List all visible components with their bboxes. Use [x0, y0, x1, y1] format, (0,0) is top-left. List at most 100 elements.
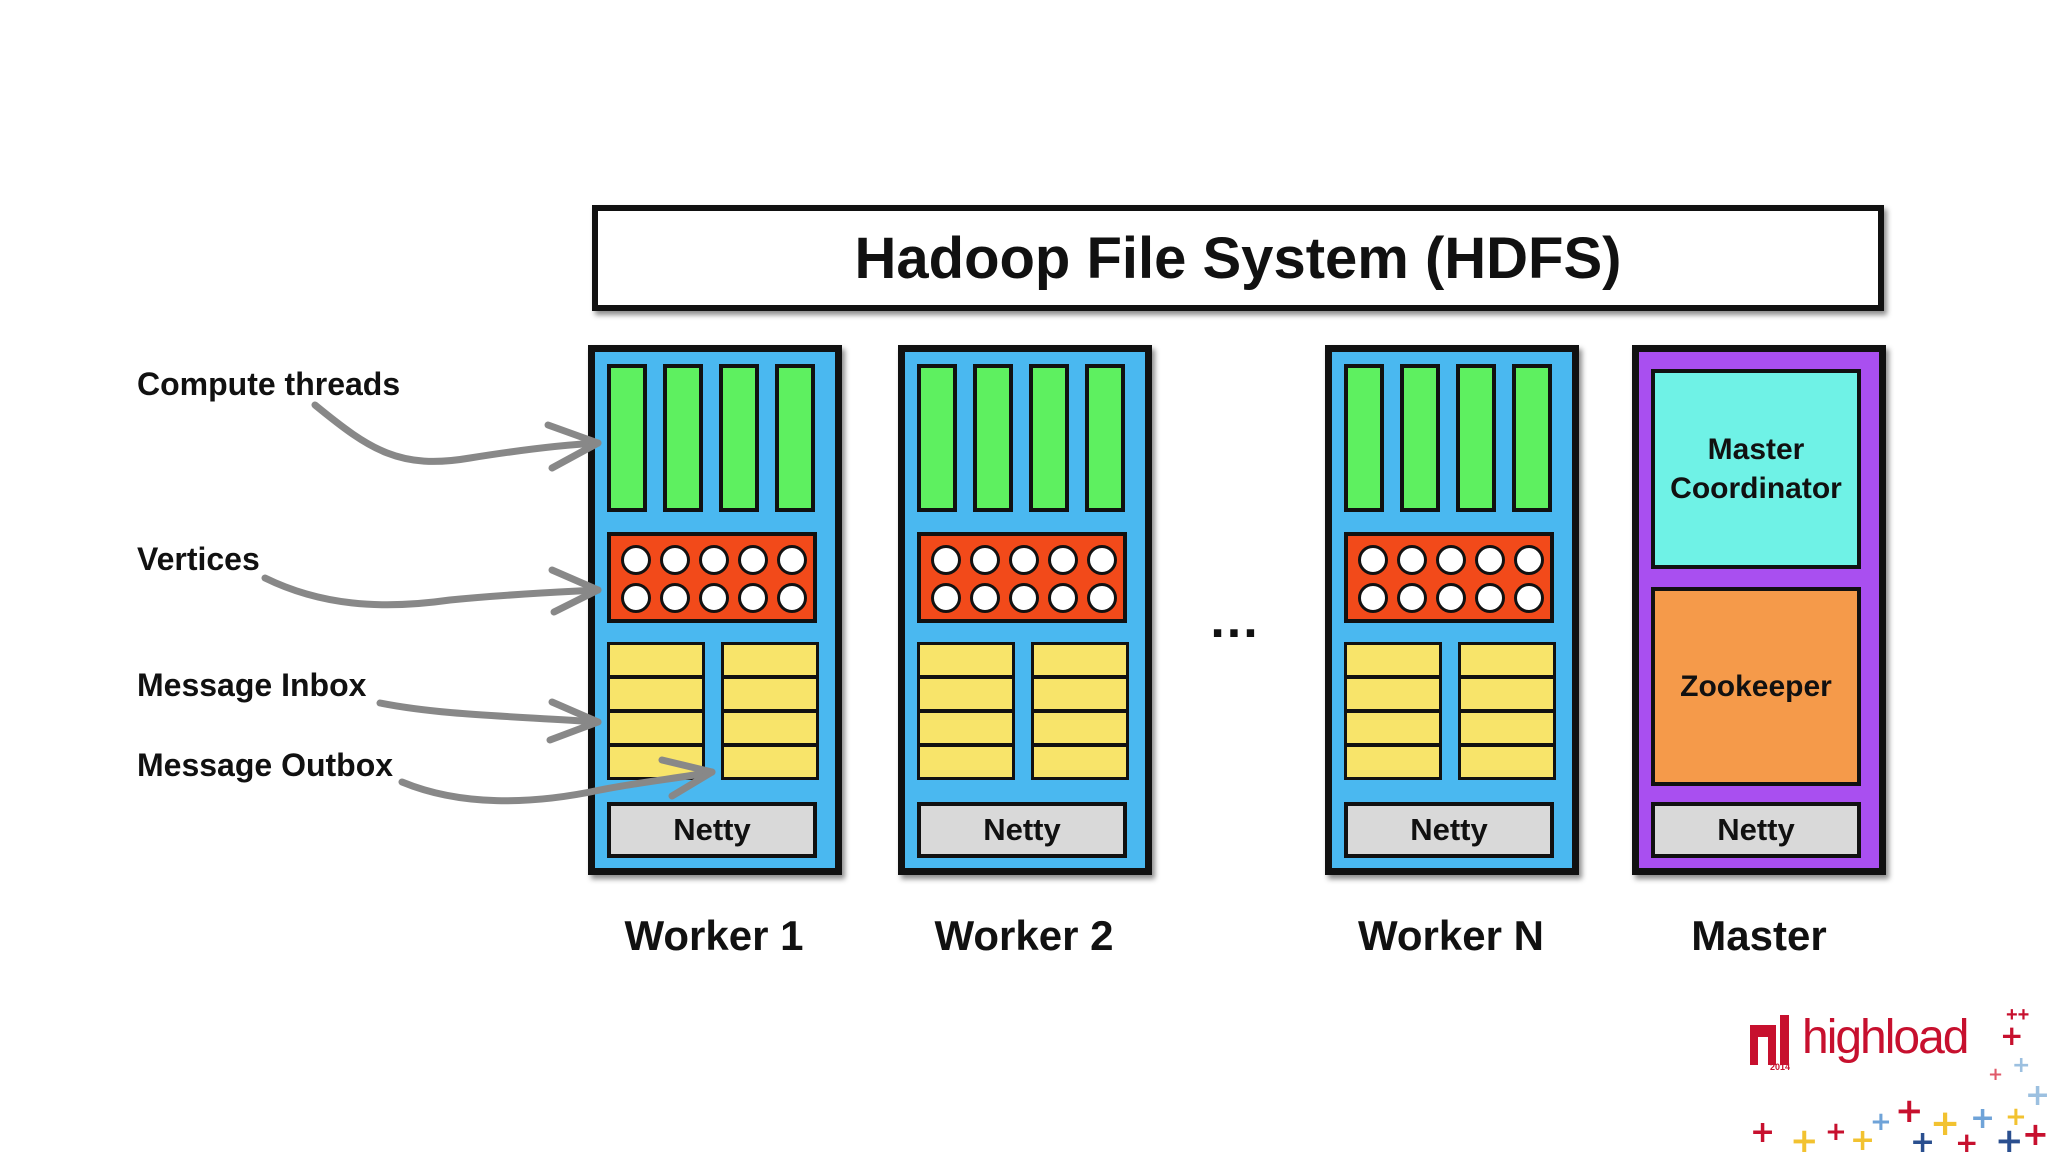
highload-logo: highload ++ 2014 + + + + + + + + + + + +… — [1750, 1004, 2048, 1152]
vertices-arrow — [261, 574, 602, 609]
vertex — [970, 583, 1000, 613]
vertex — [621, 545, 651, 575]
logo-sup: ++ — [2006, 1004, 2030, 1026]
hdfs-title: Hadoop File System (HDFS) — [854, 225, 1622, 291]
arrowhead-icon — [546, 698, 602, 744]
svg-text:+: + — [2005, 1102, 2027, 1132]
message-inbox — [917, 642, 1015, 782]
message-slot — [721, 744, 819, 780]
svg-text:+: + — [1970, 1101, 1995, 1136]
compute-thread — [663, 364, 703, 512]
vertex — [777, 545, 807, 575]
vertex — [1436, 545, 1466, 575]
master-node: Master Coordinator Zookeeper Netty — [1632, 345, 1886, 875]
message-slot — [1458, 710, 1556, 746]
svg-text:+: + — [2000, 1019, 2023, 1052]
vertex — [970, 545, 1000, 575]
compute-thread — [1029, 364, 1069, 512]
vertex — [1358, 583, 1388, 613]
svg-text:+: + — [1895, 1091, 1924, 1131]
master-coordinator-box: Master Coordinator — [1651, 369, 1861, 569]
hdfs-box: Hadoop File System (HDFS) — [592, 205, 1884, 311]
decorative-plus-pattern: + + + + + + + + + + + + + + + + + — [1750, 1019, 2048, 1152]
message-outbox-label: Message Outbox — [137, 747, 394, 783]
vertex — [1358, 545, 1388, 575]
compute-thread — [973, 364, 1013, 512]
vertices-block — [917, 532, 1127, 623]
logo-text: highload — [1802, 1011, 1969, 1064]
message-outbox-arrow — [398, 768, 716, 805]
vertex — [931, 545, 961, 575]
svg-text:+: + — [2025, 1078, 2048, 1113]
arrowhead-icon — [548, 566, 602, 616]
compute-thread — [1085, 364, 1125, 512]
vertex — [777, 583, 807, 613]
netty-box: Netty — [917, 802, 1127, 858]
netty-label: Netty — [1717, 812, 1795, 847]
compute-thread — [775, 364, 815, 512]
message-slot — [917, 710, 1015, 746]
svg-text:+: + — [1910, 1125, 1935, 1152]
vertices-label: Vertices — [137, 541, 260, 577]
vertex — [621, 583, 651, 613]
vertices-block — [1344, 532, 1554, 623]
logo-year: 2014 — [1770, 1062, 1791, 1072]
message-slot — [917, 744, 1015, 780]
message-inbox-arrow — [376, 699, 602, 726]
worker-1-label: Worker 1 — [624, 912, 804, 959]
vertex — [1087, 583, 1117, 613]
compute-thread — [917, 364, 957, 512]
vertex — [1009, 583, 1039, 613]
vertex — [931, 583, 961, 613]
netty-box: Netty — [607, 802, 817, 858]
message-outbox — [1458, 642, 1556, 782]
netty-box: Netty — [1651, 802, 1861, 858]
svg-text:+: + — [1995, 1121, 2024, 1152]
master-coordinator-label: Master Coordinator — [1670, 433, 1842, 505]
vertex — [1514, 583, 1544, 613]
netty-box: Netty — [1344, 802, 1554, 858]
svg-text:+: + — [1750, 1115, 1775, 1150]
svg-text:+: + — [1988, 1064, 2003, 1085]
vertices-block — [607, 532, 817, 623]
compute-threads — [917, 364, 1133, 512]
svg-text:+: + — [1825, 1117, 1847, 1147]
message-slot — [607, 676, 705, 712]
svg-text:+: + — [2012, 1053, 2030, 1078]
netty-label: Netty — [673, 812, 751, 847]
vertex — [1048, 583, 1078, 613]
vertex — [699, 545, 729, 575]
svg-text:+: + — [2022, 1115, 2048, 1152]
zookeeper-box: Zookeeper — [1651, 587, 1861, 786]
compute-threads — [1344, 364, 1560, 512]
worker-node-n: Netty — [1325, 345, 1579, 875]
svg-text:+: + — [1870, 1107, 1892, 1137]
highload-mark-icon — [1750, 1015, 1789, 1065]
message-outbox — [1031, 642, 1129, 782]
zookeeper-label: Zookeeper — [1680, 669, 1832, 703]
message-slot — [917, 642, 1015, 678]
vertex — [660, 545, 690, 575]
vertex — [1009, 545, 1039, 575]
compute-threads-label: Compute threads — [137, 366, 401, 402]
message-slot — [1344, 744, 1442, 780]
netty-label: Netty — [983, 812, 1061, 847]
vertex — [1475, 545, 1505, 575]
compute-threads-arrow — [311, 401, 602, 465]
vertex — [1475, 583, 1505, 613]
vertex — [1397, 545, 1427, 575]
compute-thread — [1456, 364, 1496, 512]
compute-thread — [607, 364, 647, 512]
master-label: Master — [1691, 912, 1827, 959]
worker-node-2: Netty — [898, 345, 1152, 875]
svg-text:+: + — [1955, 1126, 1978, 1152]
compute-thread — [1344, 364, 1384, 512]
message-inbox — [1344, 642, 1442, 782]
vertex — [1436, 583, 1466, 613]
message-slot — [1031, 744, 1129, 780]
svg-text:+: + — [1850, 1123, 1875, 1152]
vertex — [1087, 545, 1117, 575]
vertex — [1514, 545, 1544, 575]
arrowhead-icon — [544, 421, 602, 472]
arrowhead-icon — [658, 756, 716, 800]
